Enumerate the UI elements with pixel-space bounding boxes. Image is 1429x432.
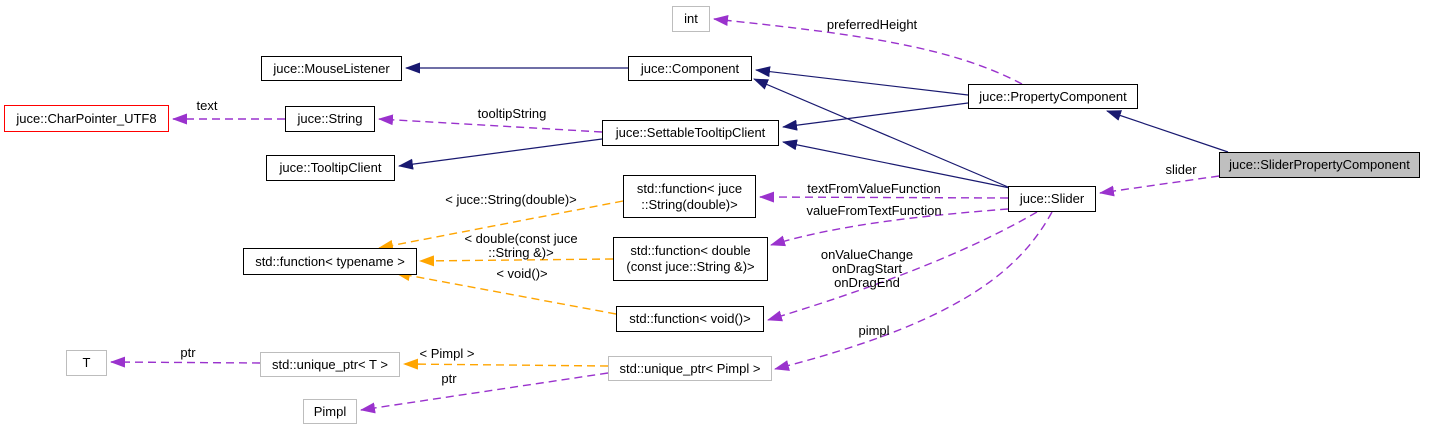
node-int: int bbox=[672, 6, 710, 32]
node-pimpl: Pimpl bbox=[303, 399, 357, 424]
edge-template-string-double bbox=[378, 200, 624, 251]
edge-slider-to-component bbox=[753, 78, 1009, 188]
edge-slider-to-settabletooltipclient bbox=[782, 139, 1011, 189]
node-juce-settabletooltipclient[interactable]: juce::SettableTooltipClient bbox=[602, 120, 779, 146]
edge-propertycomponent-to-component bbox=[755, 66, 969, 96]
edge-label-onvaluechange: onValueChange onDragStart onDragEnd bbox=[820, 247, 914, 290]
node-std-function-typename[interactable]: std::function< typename > bbox=[243, 248, 417, 275]
edge-label-template-void: < void()> bbox=[496, 266, 548, 281]
node-juce-component[interactable]: juce::Component bbox=[628, 56, 752, 81]
edge-label-valuefromtextfunction: valueFromTextFunction bbox=[806, 203, 942, 218]
node-std-function-double-string[interactable]: std::function< double (const juce::Strin… bbox=[613, 237, 768, 281]
edge-label-pimpl: pimpl bbox=[858, 323, 890, 338]
edge-preferredheight bbox=[713, 15, 1023, 85]
edge-template-pimpl bbox=[403, 358, 609, 370]
edge-label-ptr-pimpl: ptr bbox=[441, 371, 457, 386]
edge-sliderpropertycomponent-to-propertycomponent bbox=[1106, 110, 1229, 153]
edge-slider-member bbox=[1099, 175, 1220, 197]
edge-pimpl-member bbox=[774, 211, 1053, 371]
edge-valuefromtextfunction bbox=[770, 208, 1009, 247]
edge-tooltipstring bbox=[378, 114, 603, 133]
edge-label-ptr-t: ptr bbox=[180, 345, 196, 360]
edge-label-textfromvaluefunction: textFromValueFunction bbox=[807, 181, 941, 196]
edge-label-slider: slider bbox=[1165, 162, 1197, 177]
edge-label-template-string-double: < juce::String(double)> bbox=[445, 192, 577, 207]
edge-label-template-double-string: < double(const juce ::String &)> bbox=[464, 231, 578, 260]
node-std-unique-ptr-t: std::unique_ptr< T > bbox=[260, 352, 400, 377]
edge-label-template-pimpl: < Pimpl > bbox=[419, 346, 475, 361]
edge-label-tooltipstring: tooltipString bbox=[477, 106, 547, 121]
edge-label-preferredheight: preferredHeight bbox=[826, 17, 918, 32]
edge-template-double-string bbox=[419, 255, 614, 267]
edge-onvaluechange bbox=[767, 211, 1038, 322]
node-std-function-void[interactable]: std::function< void()> bbox=[616, 306, 764, 332]
node-t: T bbox=[66, 350, 107, 376]
node-juce-string[interactable]: juce::String bbox=[285, 106, 375, 132]
node-juce-charpointer-utf8[interactable]: juce::CharPointer_UTF8 bbox=[4, 105, 169, 132]
node-std-function-string-double[interactable]: std::function< juce ::String(double)> bbox=[623, 175, 756, 218]
edge-settabletooltipclient-to-tooltipclient bbox=[398, 138, 603, 170]
node-juce-sliderpropertycomponent: juce::SliderPropertyComponent bbox=[1219, 152, 1420, 178]
node-std-unique-ptr-pimpl: std::unique_ptr< Pimpl > bbox=[608, 356, 772, 381]
node-juce-mouselistener[interactable]: juce::MouseListener bbox=[261, 56, 402, 81]
edge-ptr-t bbox=[110, 356, 261, 368]
edge-template-void bbox=[395, 270, 617, 315]
edge-ptr-pimpl bbox=[360, 372, 609, 414]
node-juce-propertycomponent[interactable]: juce::PropertyComponent bbox=[968, 84, 1138, 109]
edge-label-text: text bbox=[196, 98, 218, 113]
node-juce-tooltipclient[interactable]: juce::TooltipClient bbox=[266, 155, 395, 181]
edge-textfromvaluefunction bbox=[759, 191, 1009, 203]
edge-propertycomponent-to-settabletooltipclient bbox=[782, 102, 969, 131]
node-juce-slider[interactable]: juce::Slider bbox=[1008, 186, 1096, 212]
